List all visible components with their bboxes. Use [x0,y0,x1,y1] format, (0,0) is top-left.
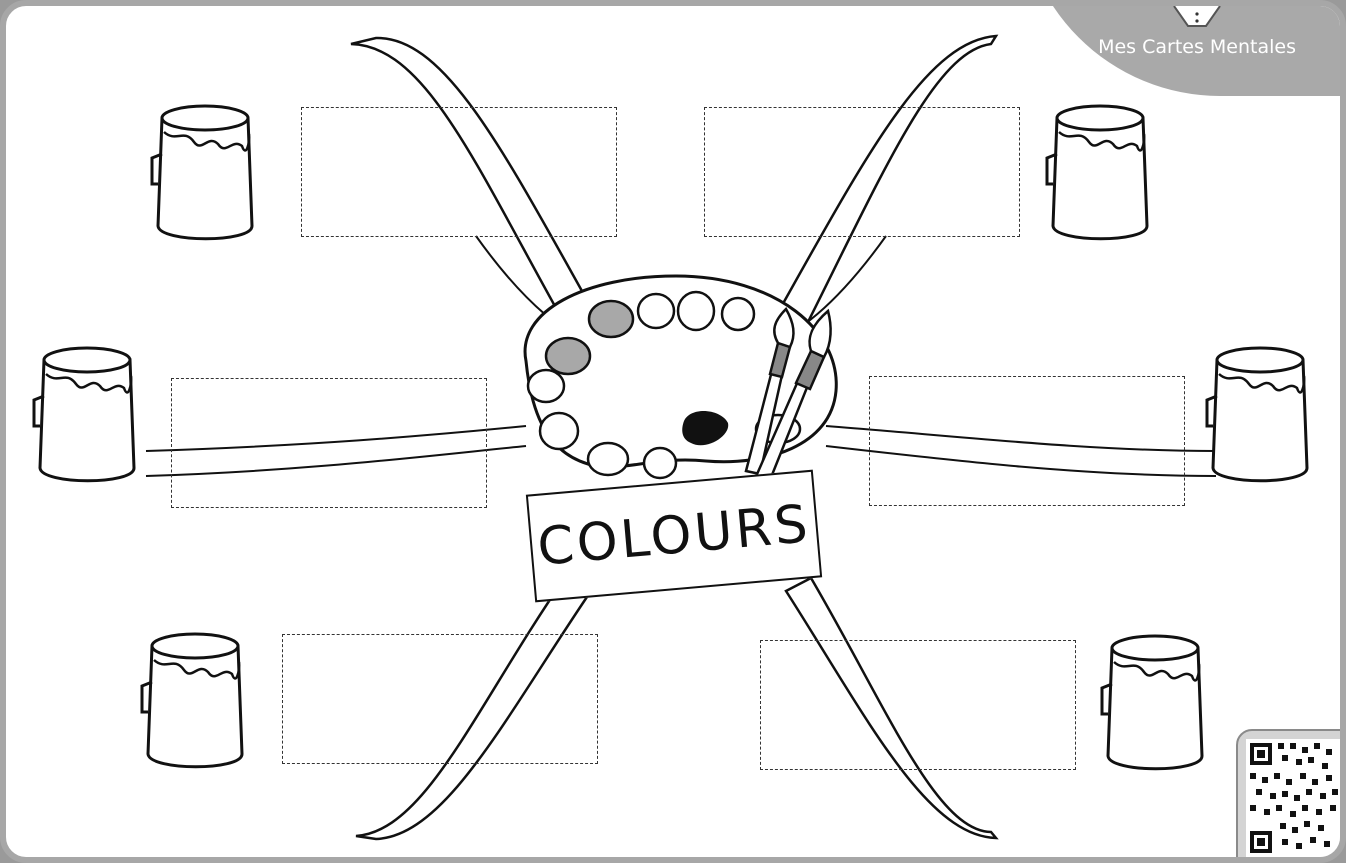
paint-pot-icon [32,346,136,483]
paint-pot-icon [1205,346,1309,483]
answer-box-top-left[interactable] [301,107,617,237]
mind-map-branches [145,34,1217,841]
paint-palette-icon [523,274,838,487]
mascot-icon [1173,6,1221,27]
answer-box-bottom-right[interactable] [760,640,1076,770]
paint-pot-icon [1100,634,1204,771]
paint-pot-icon [150,104,254,241]
qr-code-pattern [1246,739,1340,857]
brand-label: Mes Cartes Mentales [1098,36,1296,58]
qr-code-icon[interactable] [1236,729,1340,857]
paint-pot-icon [140,632,244,769]
answer-box-top-right[interactable] [704,107,1020,237]
answer-box-middle-left[interactable] [171,378,487,508]
branch-mid-right [825,425,1217,452]
paint-pot-icon [1045,104,1149,241]
answer-box-middle-right[interactable] [869,376,1185,506]
answer-box-bottom-left[interactable] [282,634,598,764]
branch-mid-left [145,425,527,452]
